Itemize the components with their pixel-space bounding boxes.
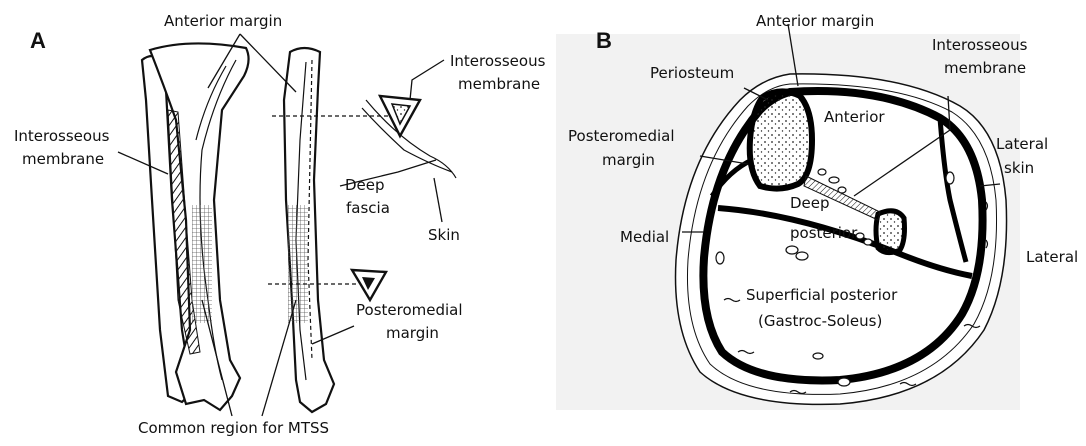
label-anterior-margin-b: Anterior margin xyxy=(756,12,874,30)
label-lateral-skin-1: Lateral xyxy=(996,135,1048,153)
vessel-3 xyxy=(818,169,826,175)
label-interosseous-right-2: membrane xyxy=(458,75,540,93)
label-lateral-skin-2: skin xyxy=(1004,159,1034,177)
mtss-region-right xyxy=(288,205,308,323)
label-anterior-compartment: Anterior xyxy=(824,108,885,126)
label-superficial-posterior-2: (Gastroc-Soleus) xyxy=(758,312,882,330)
label-interosseous-right-1: Interosseous xyxy=(450,52,546,70)
panel-b-letter: B xyxy=(596,28,612,53)
label-superficial-posterior-1: Superficial posterior xyxy=(746,286,898,304)
label-posteromedial-b-1: Posteromedial xyxy=(568,127,675,145)
label-deep-fascia-2: fascia xyxy=(346,199,390,217)
label-anterior-margin-a: Anterior margin xyxy=(164,12,282,30)
label-deep-fascia-1: Deep xyxy=(345,176,385,194)
label-interosseous-b-2: membrane xyxy=(944,59,1026,77)
panel-b: B xyxy=(556,12,1078,410)
cross-section-upper xyxy=(362,96,456,178)
vessel-1 xyxy=(829,177,839,183)
tibia-medial-view xyxy=(284,48,334,412)
vessel-7 xyxy=(796,252,808,260)
label-interosseous-b-1: Interosseous xyxy=(932,36,1028,54)
label-skin: Skin xyxy=(428,226,460,244)
label-deep-posterior-2: posterior xyxy=(790,224,858,242)
label-medial: Medial xyxy=(620,228,669,246)
leader-interosseous-right xyxy=(410,60,444,100)
vessel-9 xyxy=(716,252,724,264)
tibia-cross-section xyxy=(750,91,812,188)
label-posteromedial-a-2: margin xyxy=(386,324,439,342)
label-periosteum: Periosteum xyxy=(650,64,734,82)
tibia-anterior-view xyxy=(142,43,249,410)
label-posteromedial-b-2: margin xyxy=(602,151,655,169)
leader-skin xyxy=(434,178,442,222)
vessel-6 xyxy=(786,246,798,254)
label-interosseous-left-2: membrane xyxy=(22,150,104,168)
label-interosseous-left-1: Interosseous xyxy=(14,127,110,145)
panel-a: A xyxy=(14,12,546,437)
label-common-region: Common region for MTSS xyxy=(138,419,329,437)
label-posteromedial-a-1: Posteromedial xyxy=(356,301,463,319)
mtss-region-left xyxy=(192,205,212,323)
vessel-10 xyxy=(813,353,823,359)
fibula-cross-section xyxy=(876,211,905,253)
vessel-11 xyxy=(838,378,850,386)
leader-common-region-2 xyxy=(262,300,296,416)
vessel-5 xyxy=(864,239,872,245)
label-lateral: Lateral xyxy=(1026,248,1078,266)
label-deep-posterior-1: Deep xyxy=(790,194,830,212)
panel-a-letter: A xyxy=(30,28,46,53)
vessel-8 xyxy=(946,172,954,184)
vessel-2 xyxy=(838,187,846,193)
cross-section-lower xyxy=(352,270,386,300)
